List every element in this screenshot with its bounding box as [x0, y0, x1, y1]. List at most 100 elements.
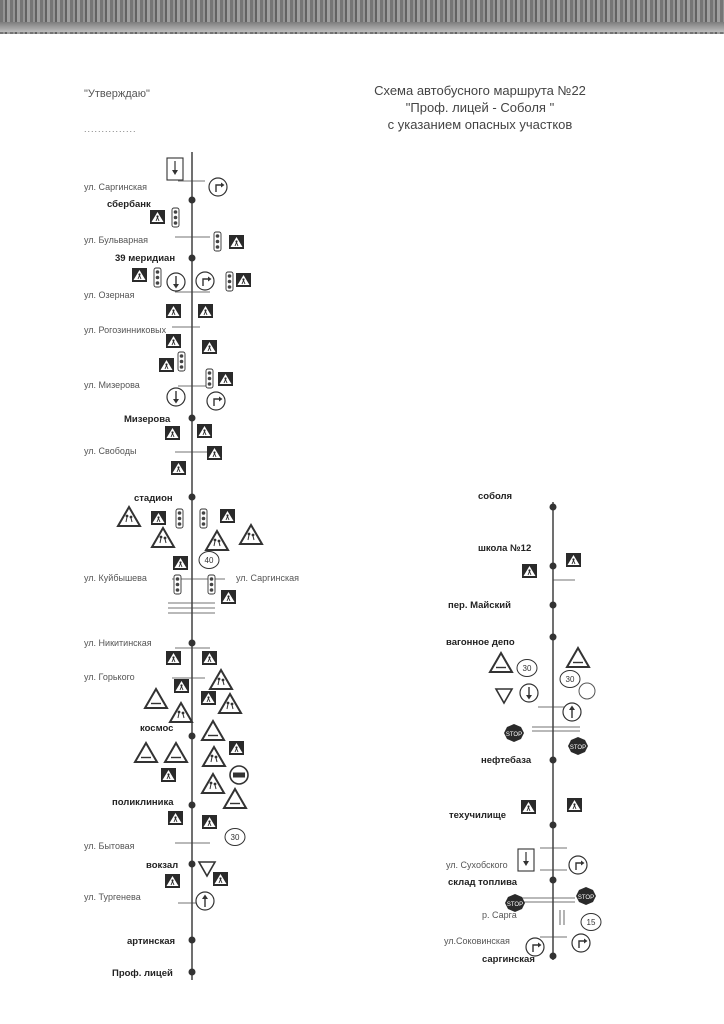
- title-line-1: Схема автобусного маршрута №22: [374, 83, 586, 98]
- street-label: ул. Озерная: [84, 290, 135, 300]
- stop-marker: [188, 968, 196, 976]
- turn-right-arrow-icon: [206, 391, 226, 411]
- stop-marker: [549, 601, 557, 609]
- traffic-light-icon: [177, 351, 186, 372]
- pedestrian-crossing-icon: [197, 303, 214, 319]
- turn-right-arrow-icon: [525, 937, 545, 957]
- straight-arrow-icon: [195, 891, 215, 911]
- speed-limit-sign: 15: [580, 913, 602, 931]
- title-line-2: "Проф. лицей - Соболя ": [405, 100, 555, 115]
- street-label: ул.Соковинская: [444, 936, 510, 946]
- pedestrian-crossing-icon: [200, 690, 217, 706]
- scan-band-shadow: [0, 22, 724, 32]
- pedestrian-crossing-icon: [149, 209, 166, 225]
- signature-dots: ...............: [84, 124, 137, 134]
- street-label: ул. Тургенева: [84, 892, 141, 902]
- pedestrian-crossing-icon: [165, 650, 182, 666]
- pedestrian-crossing-icon: [170, 460, 187, 476]
- stop-label: вокзал: [146, 860, 178, 871]
- stop-sign: STOP: [505, 894, 525, 912]
- pedestrian-crossing-icon: [228, 740, 245, 756]
- children-warning-icon: [202, 746, 226, 767]
- straight-arrow-icon: [562, 702, 582, 722]
- street-label: ул. Саргинская: [84, 182, 147, 192]
- street-label: ул. Свободы: [84, 446, 136, 456]
- traffic-light-icon: [171, 207, 180, 228]
- street-label: ул. Бытовая: [84, 841, 135, 851]
- children-warning-icon: [218, 693, 242, 714]
- stop-marker: [188, 801, 196, 809]
- pedestrian-crossing-icon: [521, 563, 538, 579]
- street-label: ул. Горького: [84, 672, 135, 682]
- pedestrian-crossing-icon: [565, 552, 582, 568]
- stop-marker: [549, 952, 557, 960]
- stop-marker: [188, 860, 196, 868]
- stop-marker: [549, 821, 557, 829]
- turn-box-icon: [166, 157, 184, 181]
- pedestrian-crossing-icon: [172, 555, 189, 571]
- warning-triangle-icon: [489, 652, 513, 673]
- stop-marker: [549, 562, 557, 570]
- stop-sign-label: STOP: [578, 895, 594, 901]
- pedestrian-crossing-icon: [160, 767, 177, 783]
- traffic-light-icon: [225, 271, 234, 292]
- pedestrian-crossing-icon: [196, 423, 213, 439]
- traffic-light-icon: [153, 267, 162, 288]
- traffic-light-icon: [205, 368, 214, 389]
- traffic-light-icon: [207, 574, 216, 595]
- stop-marker: [549, 876, 557, 884]
- pedestrian-crossing-icon: [173, 678, 190, 694]
- turn-down-arrow-icon: [519, 683, 539, 703]
- turn-right-arrow-icon: [568, 855, 588, 875]
- warning-triangle-icon: [566, 647, 590, 668]
- warning-triangle-icon: [164, 742, 188, 763]
- stop-marker: [188, 493, 196, 501]
- stop-label: школа №12: [478, 543, 531, 554]
- traffic-light-icon: [175, 508, 184, 529]
- oncoming-priority-icon: [229, 765, 249, 785]
- pedestrian-crossing-icon: [212, 871, 229, 887]
- turn-box-icon: [517, 848, 535, 872]
- stop-sign: STOP: [568, 737, 588, 755]
- warning-triangle-icon: [144, 688, 168, 709]
- stop-label: нефтебаза: [481, 755, 532, 766]
- diagram-title: Схема автобусного маршрута №22 "Проф. ли…: [330, 82, 630, 133]
- turn-right-arrow-icon: [195, 271, 215, 291]
- pedestrian-crossing-icon: [131, 267, 148, 283]
- turn-right-arrow-icon: [208, 177, 228, 197]
- children-warning-icon: [169, 702, 193, 723]
- stop-label: Мизерова: [124, 414, 171, 425]
- stop-label: 39 меридиан: [115, 253, 175, 264]
- speed-limit-label: 30: [231, 833, 240, 842]
- pedestrian-crossing-icon: [217, 371, 234, 387]
- speed-limit-sign: 40: [198, 551, 220, 569]
- traffic-light-icon: [173, 574, 182, 595]
- street-label: ул. Никитинская: [84, 638, 152, 648]
- stop-sign-label: STOP: [507, 902, 523, 908]
- children-warning-icon: [201, 773, 225, 794]
- blank-round-sign-icon: [578, 682, 596, 700]
- speed-limit-label: 30: [566, 675, 575, 684]
- traffic-light-icon: [199, 508, 208, 529]
- stop-marker: [188, 414, 196, 422]
- stop-marker: [549, 503, 557, 511]
- pedestrian-crossing-icon: [228, 234, 245, 250]
- speed-limit-sign: 30: [559, 670, 581, 688]
- pedestrian-crossing-icon: [220, 589, 237, 605]
- street-label: ул. Рогозинниковых: [84, 325, 167, 335]
- stop-marker: [549, 633, 557, 641]
- speed-limit-label: 40: [205, 556, 214, 565]
- street-label: ул. Бульварная: [84, 235, 148, 245]
- speed-limit-label: 30: [523, 664, 532, 673]
- stop-label: космос: [140, 723, 173, 734]
- speed-limit-sign: 30: [516, 659, 538, 677]
- stop-label: артинская: [127, 936, 175, 947]
- approval-label: "Утверждаю": [84, 88, 150, 100]
- stop-label: поликлиника: [112, 797, 174, 808]
- stop-sign-label: STOP: [570, 745, 586, 751]
- children-warning-icon: [239, 524, 263, 545]
- street-label: р. Сарга: [482, 910, 517, 920]
- stop-marker: [188, 196, 196, 204]
- stop-label: Проф. лицей: [112, 968, 173, 979]
- pedestrian-crossing-icon: [201, 814, 218, 830]
